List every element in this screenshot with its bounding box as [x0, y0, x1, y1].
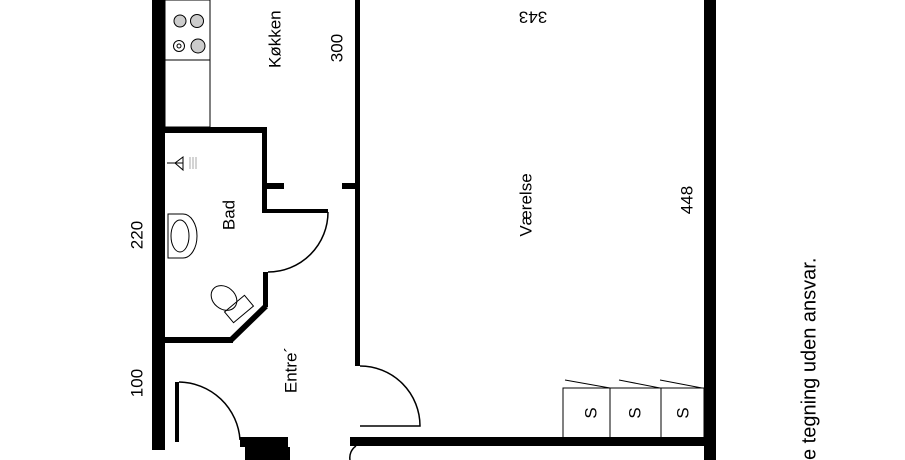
sink-icon — [167, 213, 198, 259]
closet-label: S — [581, 407, 600, 418]
bath-diagonal-wall — [229, 305, 268, 342]
stove-burner-icon — [190, 14, 204, 28]
bath-fixtures — [167, 156, 255, 324]
outer-wall-left — [152, 0, 165, 450]
dimension-room-length: 448 — [677, 186, 696, 214]
bath-door-swing[interactable] — [267, 211, 329, 273]
doors — [178, 211, 421, 460]
toilet-icon — [210, 285, 238, 311]
entry-door-jamb — [175, 382, 179, 442]
dimension-kitchen: 300 — [327, 34, 346, 62]
stove-burner-icon — [173, 40, 185, 52]
stove-burner-icon — [176, 43, 182, 49]
kitchen-counter — [164, 0, 211, 128]
shower-drain-icon — [189, 157, 197, 169]
entry-door-swing[interactable] — [178, 381, 241, 441]
outer-wall-right — [704, 0, 716, 460]
bath-top-wall — [165, 127, 267, 133]
closet-label: S — [625, 407, 644, 418]
closets — [562, 379, 705, 439]
door-arc-partial — [349, 445, 357, 460]
entry-wall — [240, 437, 288, 447]
walls — [152, 0, 716, 460]
room-label-bath: Bad — [219, 200, 238, 230]
stove-burner-icon — [173, 14, 187, 28]
room-label-kitchen: Køkken — [265, 10, 284, 68]
closet-label: S — [673, 407, 692, 418]
room-label-entry: Entre´ — [281, 347, 300, 393]
bath-door-wall — [262, 209, 328, 213]
bath-lower-wall — [263, 272, 268, 307]
bath-right-wall — [262, 127, 267, 212]
entry-wall-lower — [245, 447, 290, 460]
room-bottom-wall — [350, 437, 716, 446]
room-label-room: Værelse — [516, 173, 535, 236]
sink-bowl-icon — [170, 219, 190, 253]
closet[interactable] — [660, 387, 705, 439]
stove-burner-icon — [190, 38, 206, 54]
bath-wall-stub — [262, 183, 284, 189]
dimension-room-width: 343 — [519, 8, 547, 27]
disclaimer-text: e tegning uden ansvar. — [798, 258, 820, 460]
toilet-tank-icon — [223, 294, 255, 324]
room-door-swing[interactable] — [359, 365, 421, 427]
bath-bottom-wall — [165, 337, 233, 343]
dimension-entry: 100 — [127, 369, 146, 397]
shower-icon — [167, 156, 184, 172]
dimension-bath: 220 — [127, 221, 146, 249]
wall-stub — [342, 183, 360, 189]
